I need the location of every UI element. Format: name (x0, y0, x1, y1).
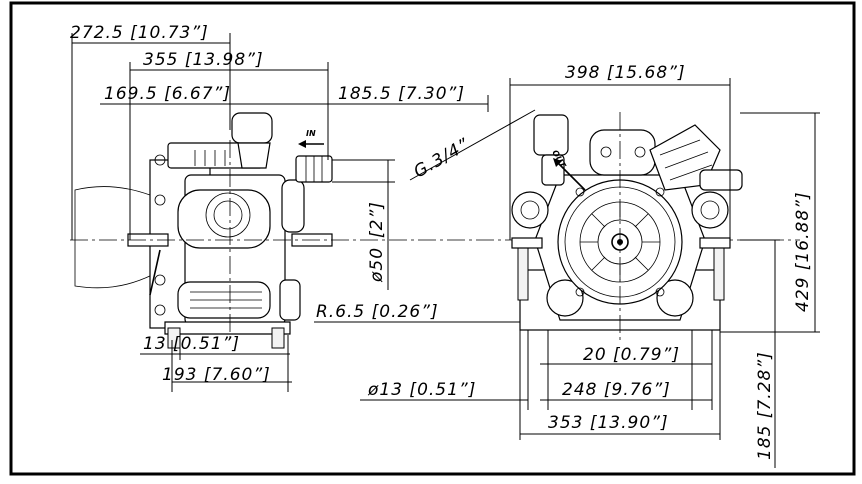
front-view (511, 112, 743, 340)
dim-front-offset: 20 [0.79”] (583, 345, 680, 365)
dim-inlet-dia-mm: ø50 (367, 247, 387, 283)
dim-left-offset: 169.5 [6.67”] (104, 84, 231, 104)
dim-inlet-dia-in: [2”] (367, 201, 387, 238)
dim-hole-span: 248 [9.76”] (562, 380, 671, 400)
side-view-dimensions (71, 33, 530, 392)
side-view (70, 112, 800, 349)
drawing-border (9, 1, 856, 476)
dim-shaft-height: 185 [7.28”] (755, 351, 775, 460)
dim-radius: R.6.5 [0.26”] (316, 302, 439, 322)
dim-outlet-thread: G.3/4” (411, 135, 474, 183)
dim-foot-span: 193 [7.60”] (162, 365, 271, 385)
dim-inlet-length: 185.5 [7.30”] (338, 84, 465, 104)
front-view-dimensions (360, 78, 820, 468)
inlet-label: IN (306, 129, 316, 138)
dim-foot-offset: 13 [0.51”] (143, 334, 240, 354)
dim-left-overall: 272.5 [10.73”] (70, 23, 209, 43)
dim-base-span: 353 [13.90”] (548, 413, 669, 433)
dim-height-total: 429 [16.88”] (793, 191, 813, 312)
dim-hole-dia: ø13 [0.51”] (367, 380, 476, 400)
dim-front-width: 398 [15.68”] (565, 63, 686, 83)
dim-left-width: 355 [13.98”] (143, 50, 264, 70)
